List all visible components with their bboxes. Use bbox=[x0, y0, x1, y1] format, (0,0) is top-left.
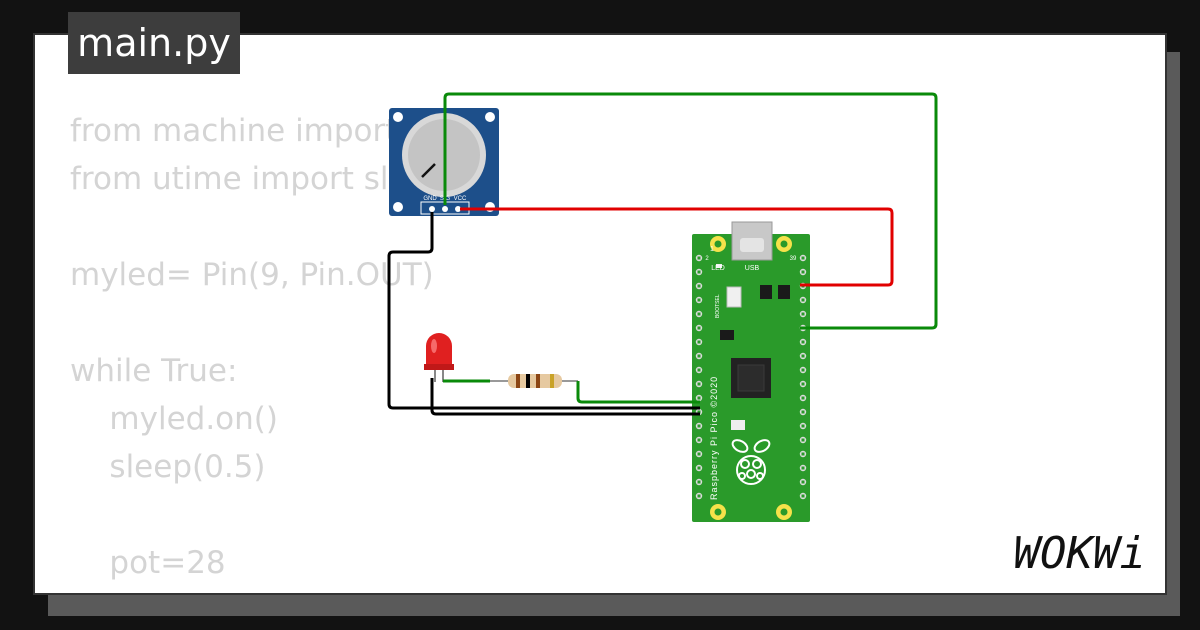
header-pin-hole bbox=[801, 298, 805, 302]
wire-black-gnd-pot bbox=[387, 212, 700, 410]
red-led[interactable] bbox=[424, 333, 454, 382]
wire-green-sig bbox=[443, 92, 938, 330]
code-line: while True: bbox=[70, 353, 238, 389]
header-pin-hole bbox=[697, 424, 701, 428]
board-name: Raspberry Pi Pico ©2020 bbox=[709, 376, 719, 500]
header-pin-hole bbox=[801, 256, 805, 260]
header-pin-hole bbox=[801, 368, 805, 372]
wire-black-gnd-led bbox=[430, 378, 700, 416]
led-indicator bbox=[716, 264, 722, 268]
header-pin-hole bbox=[697, 312, 701, 316]
label-led: LED bbox=[711, 265, 725, 272]
header-pin-hole bbox=[697, 354, 701, 358]
code-line: myled= Pin(9, Pin.OUT) bbox=[70, 257, 434, 293]
header-pin-hole bbox=[697, 438, 701, 442]
label-usb: USB bbox=[745, 265, 760, 272]
header-pin-hole bbox=[801, 438, 805, 442]
header-pin-hole bbox=[697, 452, 701, 456]
header-pin-hole bbox=[801, 312, 805, 316]
header-pin-hole bbox=[697, 256, 701, 260]
header-pin-hole bbox=[697, 284, 701, 288]
header-pin-hole bbox=[697, 298, 701, 302]
header-pin-hole bbox=[801, 340, 805, 344]
label-bootsel: BOOTSEL bbox=[715, 294, 721, 318]
wire-green-resistor bbox=[576, 381, 700, 404]
header-pin-hole bbox=[801, 424, 805, 428]
pin-number-1: 1 bbox=[710, 246, 714, 253]
header-pin-hole bbox=[801, 270, 805, 274]
raspberry-pi-pico[interactable]: LED USB 1 2 39 BOOTSEL Raspberry Pi Pico… bbox=[692, 221, 810, 522]
simulation-card: from machine import from utime import sl… bbox=[33, 33, 1167, 595]
wokwi-logo[interactable]: WOKWi bbox=[1014, 528, 1146, 579]
pin-header-right bbox=[799, 254, 807, 500]
header-pin-hole bbox=[697, 466, 701, 470]
resistor[interactable] bbox=[490, 374, 578, 388]
chip bbox=[720, 330, 734, 340]
pot-pin-gnd: GND bbox=[423, 196, 437, 202]
header-pin-hole bbox=[801, 396, 805, 400]
code-line: sleep(0.5) bbox=[70, 449, 266, 485]
header-pin-hole bbox=[697, 410, 701, 414]
code-preview: from machine import from utime import sl… bbox=[70, 107, 434, 593]
chip bbox=[778, 285, 790, 299]
wires bbox=[387, 92, 938, 416]
bootsel-button[interactable] bbox=[726, 286, 742, 308]
header-pin-hole bbox=[801, 354, 805, 358]
header-pin-hole bbox=[801, 494, 805, 498]
header-pin-hole bbox=[697, 368, 701, 372]
header-pin-hole bbox=[697, 480, 701, 484]
raspberry-logo-icon bbox=[731, 439, 771, 485]
code-line: myled.on() bbox=[70, 401, 278, 437]
header-pin-hole bbox=[801, 480, 805, 484]
pot-pin-vcc: VCC bbox=[454, 196, 467, 202]
chip bbox=[731, 420, 745, 430]
header-pin-hole bbox=[697, 396, 701, 400]
file-tab[interactable]: main.py bbox=[68, 12, 240, 74]
code-line: pot=28 bbox=[70, 545, 226, 581]
pin-header-left bbox=[695, 254, 703, 500]
header-pin-hole bbox=[697, 270, 701, 274]
code-line: from machine import bbox=[70, 113, 398, 149]
code-line: from utime import sle bbox=[70, 161, 408, 197]
header-pin-hole bbox=[801, 410, 805, 414]
pin-number-2: 2 bbox=[705, 256, 709, 262]
header-pin-hole bbox=[697, 340, 701, 344]
header-pin-hole bbox=[697, 326, 701, 330]
header-pin-hole bbox=[801, 382, 805, 386]
header-pin-hole bbox=[697, 494, 701, 498]
header-pin-hole bbox=[801, 466, 805, 470]
header-pin-hole bbox=[697, 382, 701, 386]
wire-red-vcc bbox=[460, 207, 894, 287]
header-pin-hole bbox=[801, 452, 805, 456]
pin-number-39: 39 bbox=[790, 256, 797, 262]
chip bbox=[760, 285, 772, 299]
